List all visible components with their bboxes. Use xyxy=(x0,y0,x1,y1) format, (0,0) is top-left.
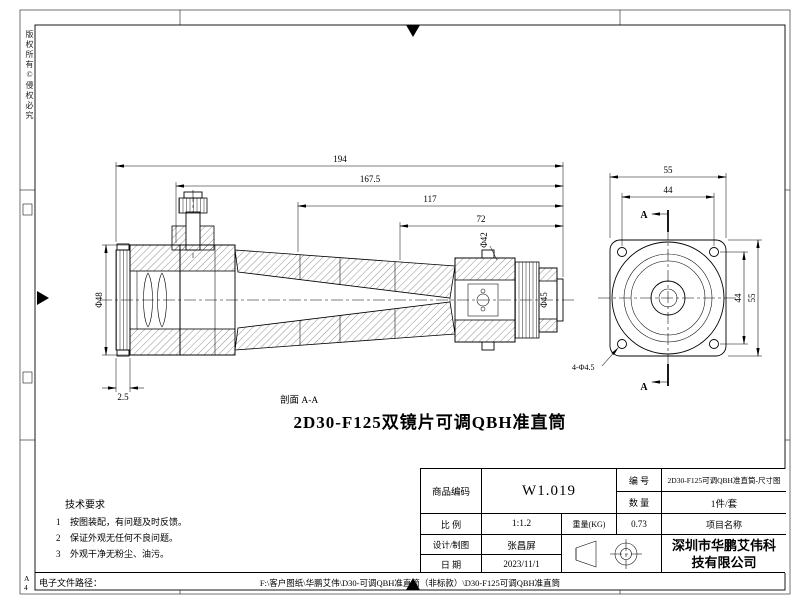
number-label: 编 号 xyxy=(616,469,661,491)
number-value: 2D30-F125可调QBH准直筒-尺寸图 xyxy=(661,469,786,491)
scale-label: 比 例 xyxy=(421,513,481,534)
front-view xyxy=(598,228,738,368)
dim-72-label: 72 xyxy=(477,214,486,224)
project-name-label: 项目名称 xyxy=(661,513,786,534)
dim-194-label: 194 xyxy=(333,154,347,164)
quantity-label: 数 量 xyxy=(616,491,661,513)
center-mark-bottom xyxy=(406,578,420,590)
scale-value: 1:1.2 xyxy=(481,513,561,534)
title-block: 商品编码 W1.019 编 号 2D30-F125可调QBH准直筒-尺寸图 数 … xyxy=(420,468,786,573)
dim-dia42-label: Φ42 xyxy=(479,232,489,248)
projection-symbol-icon xyxy=(575,539,642,569)
side-section-view xyxy=(100,190,574,357)
date-label: 日 期 xyxy=(421,554,481,573)
copyright-note: 版权所有©侵权必究 xyxy=(25,30,34,121)
section-label: 剖面 A-A xyxy=(280,396,319,406)
tech-requirements-heading: 技术要求 xyxy=(65,500,105,511)
dim-front-55-top-label: 55 xyxy=(664,165,674,175)
dim-2-5-label: 2.5 xyxy=(117,392,129,402)
dim-dia45-label: Φ45 xyxy=(539,292,549,308)
section-arrow-a-top: A xyxy=(640,210,648,221)
sheet-size-code: A4 xyxy=(24,574,30,592)
side-view-dimensions: 194 167.5 117 72 Φ42 Φ48 Φ45 2.5 xyxy=(94,154,564,402)
section-arrow-a-bottom: A xyxy=(640,382,648,393)
file-path-label: 电子文件路径： xyxy=(39,578,103,588)
dim-front-44-right-label: 44 xyxy=(733,293,743,303)
sheet-frame xyxy=(19,9,791,595)
file-path-row: 电子文件路径： F:\客户图纸\华鹏艾伟\D30-可调QBH准直筒（非标款）\D… xyxy=(35,572,785,590)
dim-dia48-label: Φ48 xyxy=(94,292,104,308)
designer-label: 设计/制图 xyxy=(421,534,481,554)
weight-label: 重量(KG) xyxy=(561,513,616,534)
front-view-dimensions: 55 44 44 55 4-Φ4.5 A A xyxy=(572,165,762,393)
date-value: 2023/11/1 xyxy=(481,554,561,573)
product-code-value: W1.019 xyxy=(481,469,616,513)
company-name: 深圳市华鹏艾伟科 技有限公司 xyxy=(661,534,786,573)
designer-value: 张昌屏 xyxy=(481,534,561,554)
weight-value: 0.73 xyxy=(616,513,661,534)
projection-symbol-cell xyxy=(561,534,661,573)
dim-167-5-label: 167.5 xyxy=(360,174,381,184)
dim-front-44-top-label: 44 xyxy=(664,185,674,195)
quantity-value: 1件/套 xyxy=(661,491,786,513)
center-mark-left xyxy=(37,291,49,305)
dim-front-55-right-label: 55 xyxy=(747,293,757,303)
dim-117-label: 117 xyxy=(423,194,437,204)
file-path-value: F:\客户图纸\华鹏艾伟\D30-可调QBH准直筒（非标款）\D30-F125可… xyxy=(259,578,561,588)
drawing-title: 2D30-F125双镜片可调QBH准直筒 xyxy=(293,413,567,432)
product-code-label: 商品编码 xyxy=(421,469,481,513)
dim-holes-label: 4-Φ4.5 xyxy=(572,363,595,372)
center-mark-top xyxy=(406,25,420,37)
